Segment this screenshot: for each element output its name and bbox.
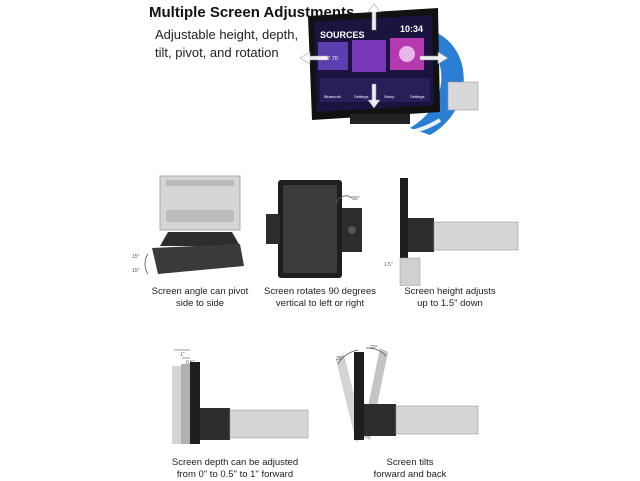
caption-tilt: Screen tilts forward and back: [360, 457, 460, 481]
subtitle-line: Adjustable height, depth,: [155, 27, 299, 42]
caption-depth: Screen depth can be adjusted from 0" to …: [160, 457, 310, 481]
dim-label: 1.5": [384, 262, 393, 268]
dim-label: 25°: [336, 356, 344, 362]
mount-bracket: [266, 214, 280, 244]
pivot-arc-icon: [144, 253, 149, 275]
chassis-unit: [229, 409, 309, 439]
tilt-arc-icon: [337, 349, 359, 365]
tilt-arc-icon: [365, 347, 387, 357]
mount-bracket: [160, 232, 240, 246]
screen-position-ghost: [172, 366, 181, 444]
caption-line: vertical to left or right: [275, 298, 365, 309]
adjustment-arrows-icon: [299, 3, 449, 109]
caption-line: side to side: [175, 298, 225, 309]
dim-label: 15°: [132, 254, 140, 260]
frequency-label: 107.70: [321, 56, 338, 62]
dim-label: 1": [180, 352, 185, 358]
rotate-diagram: 90°: [266, 180, 362, 278]
caption-line: Screen tilts: [386, 457, 434, 468]
screen-edge: [152, 244, 244, 274]
hero-head-unit-image: SOURCES 10:34 107.70 Bluetooth Settings …: [299, 3, 479, 139]
lowered-screen-ghost: [399, 257, 421, 286]
caption-line: from 0" to 0.5" to 1" forward: [176, 469, 294, 480]
clock-label: 10:34: [400, 24, 423, 34]
height-diagram: 1.5": [384, 178, 519, 286]
chassis-ports: [166, 210, 234, 222]
caption-line: Screen angle can pivot: [151, 286, 249, 297]
sources-label: SOURCES: [320, 30, 365, 40]
caption-pivot: Screen angle can pivot side to side: [130, 286, 270, 310]
chassis-unit: [447, 81, 479, 111]
screen-panel: [283, 185, 337, 273]
caption-rotate: Screen rotates 90 degrees vertical to le…: [255, 286, 385, 310]
music-disc-icon: [399, 46, 415, 62]
pivot-diagram: 15° 15°: [132, 175, 244, 275]
tilt-diagram: 25° 20°: [336, 345, 479, 442]
depth-diagram: 1" 0.5": [172, 349, 309, 444]
caption-line: Screen depth can be adjusted: [171, 457, 299, 468]
tower-tile: [352, 40, 386, 72]
page-title: Multiple Screen Adjustments: [149, 4, 355, 21]
dim-label: 15°: [132, 268, 140, 274]
app-label: Settings: [410, 94, 424, 99]
caption-line: up to 1.5" down: [417, 298, 483, 309]
screen-position-ghost: [181, 364, 190, 444]
screen-side: [190, 362, 200, 444]
dim-label: 90°: [352, 196, 360, 202]
dim-label: 20°: [370, 345, 378, 351]
mount-bracket: [408, 218, 434, 252]
caption-height: Screen height adjusts up to 1.5" down: [390, 286, 510, 310]
subtitle-line: tilt, pivot, and rotation: [155, 45, 279, 60]
app-label: Settings: [354, 94, 368, 99]
control-strip: [350, 114, 410, 124]
rotation-arrow-icon: [318, 118, 442, 139]
knob-icon: [348, 226, 356, 234]
screen-side: [400, 178, 408, 258]
screen-side: [354, 352, 364, 440]
chassis-unit: [433, 221, 519, 251]
app-label: Setup: [384, 94, 395, 99]
page-subtitle: Adjustable height, depth, tilt, pivot, a…: [155, 26, 315, 62]
caption-line: forward and back: [373, 469, 447, 480]
mount-bracket: [200, 408, 230, 440]
mount-bracket: [364, 404, 396, 436]
caption-line: Screen height adjusts: [404, 286, 496, 297]
chassis-vent: [166, 180, 234, 186]
app-label: Bluetooth: [324, 94, 341, 99]
caption-line: Screen rotates 90 degrees: [264, 286, 376, 297]
chassis-unit: [395, 405, 479, 435]
rotate-arc-icon: [335, 195, 353, 205]
